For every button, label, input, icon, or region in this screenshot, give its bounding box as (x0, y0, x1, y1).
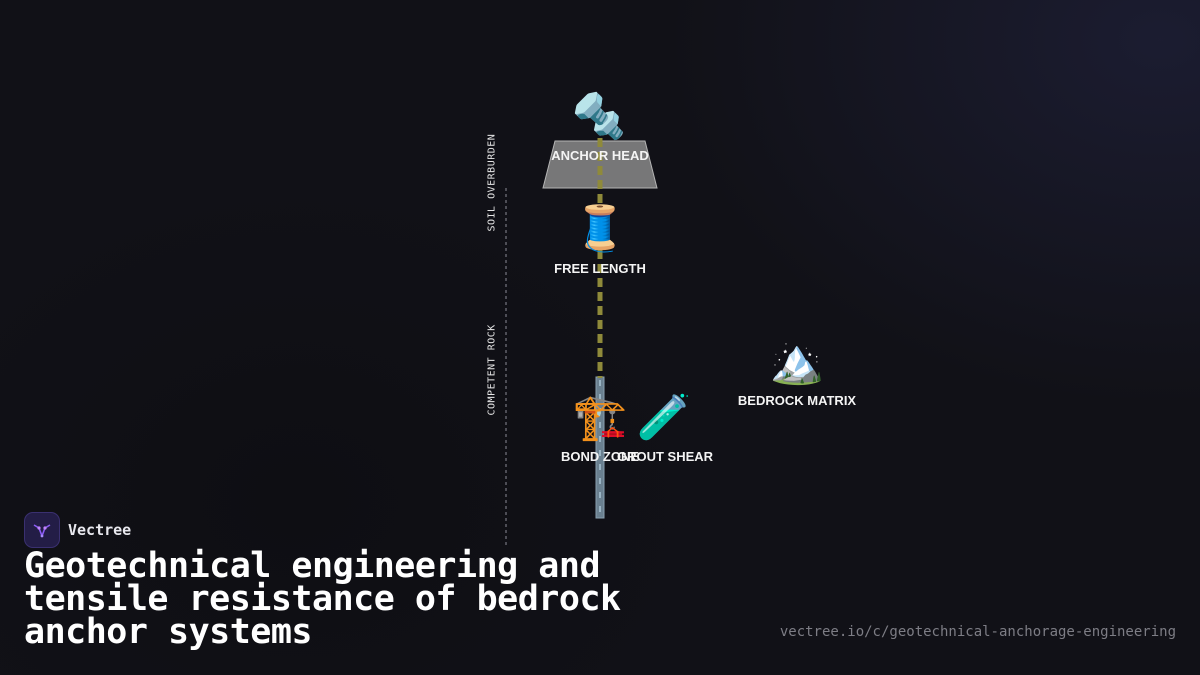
free-length-label: FREE LENGTH (554, 261, 646, 276)
vectree-logo-icon (24, 512, 60, 548)
anchor-head-plate (542, 140, 658, 189)
bolt-nut-icon: 🔩 (571, 91, 627, 142)
construction-crane-icon: 🏗️ (572, 392, 628, 443)
bond-zone-label: BOND ZONE (561, 449, 639, 464)
snow-capped-mountain-icon: 🏔️ (769, 336, 825, 387)
grout-shear-label: GROUT SHEAR (616, 449, 714, 464)
source-url[interactable]: vectree.io/c/geotechnical-anchorage-engi… (779, 624, 1176, 640)
zone-label-soil-overburden: SOIL OVERBURDEN (486, 133, 498, 232)
zone-label-competent-rock: COMPETENT ROCK (486, 324, 498, 416)
thread-spool-icon: 🧵 (572, 203, 628, 254)
anchor-head-label: ANCHOR HEAD (551, 148, 649, 163)
brand-name: Vectree (68, 521, 132, 539)
bedrock-matrix-label: BEDROCK MATRIX (737, 393, 857, 408)
test-tube-icon: 🧪 (636, 392, 692, 443)
page-title: Geotechnical engineering and tensile res… (24, 546, 621, 652)
brand[interactable]: Vectree (24, 512, 131, 548)
